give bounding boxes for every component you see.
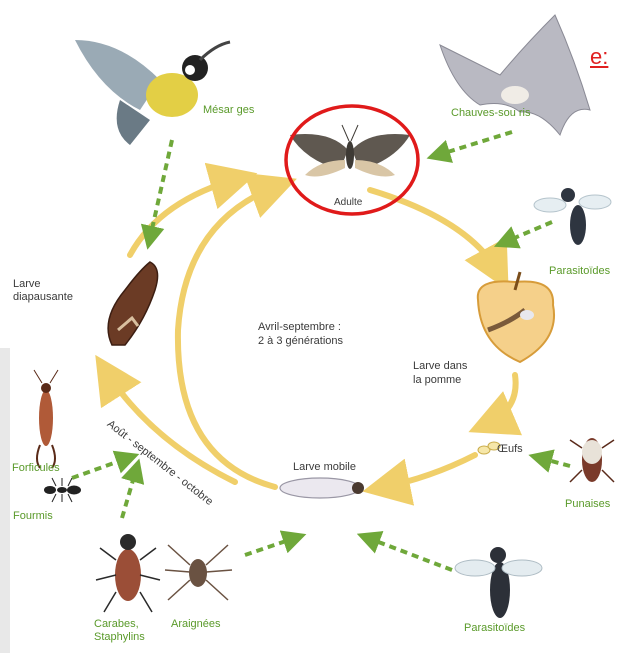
- label-spiders: Araignées: [171, 618, 221, 631]
- codling-moth-adult-icon: [290, 125, 410, 176]
- label-larva-apple-line1: Larve dans: [413, 360, 467, 373]
- spider-icon: [165, 545, 232, 600]
- arrow-tits: [150, 140, 172, 238]
- arrow-spiders: [245, 538, 295, 555]
- arrow-bats: [438, 132, 512, 155]
- predator-arrows: [72, 132, 570, 570]
- arrow-beetles: [122, 470, 136, 518]
- arrow-eggs-to-mobile-larva: [380, 455, 475, 488]
- great-tit-icon: [75, 40, 230, 145]
- label-beetles-line2: Staphylins: [94, 631, 145, 644]
- arrow-apple-to-eggs: [485, 375, 516, 425]
- parasitoid-wasp-icon: [534, 188, 611, 245]
- arrow-bugs: [540, 458, 570, 466]
- apple-with-larva-icon: [478, 272, 554, 362]
- label-earwigs: Forficules: [12, 462, 60, 475]
- mobile-larva-icon: [280, 478, 364, 498]
- label-bugs: Punaises: [565, 498, 610, 511]
- ground-beetle-icon: [96, 534, 160, 612]
- ant-icon: [44, 478, 81, 502]
- scan-edge: [0, 348, 10, 653]
- predatory-bug-icon: [570, 438, 614, 482]
- label-larva-apple-line2: la pomme: [413, 374, 461, 387]
- label-mobile-larva: Larve mobile: [293, 461, 356, 474]
- arrow-earwigs-ants: [72, 458, 128, 478]
- label-adult: Adulte: [334, 196, 362, 209]
- label-ants: Fourmis: [13, 510, 53, 523]
- arrow-parasitoids-bottom: [368, 538, 452, 570]
- label-eggs: Œufs: [497, 443, 523, 456]
- label-diapause-line2: diapausante: [13, 291, 73, 304]
- earwig-icon: [34, 370, 58, 468]
- center-text-line1: Avril-septembre :: [258, 321, 341, 334]
- label-parasitoids-top: Parasitoïdes: [549, 265, 610, 278]
- parasitoid-wasp-bottom-icon: [455, 547, 542, 618]
- label-diapause-line1: Larve: [13, 278, 41, 291]
- diapausing-larva-cocoon-icon: [108, 262, 157, 345]
- label-parasitoids-bottom: Parasitoïdes: [464, 622, 525, 635]
- arrow-parasitoids-top: [505, 222, 552, 242]
- label-tits: Mésar ges: [203, 104, 254, 117]
- center-text-line2: 2 à 3 générations: [258, 335, 343, 348]
- label-beetles-line1: Carabes,: [94, 618, 139, 631]
- label-bats: Chauves-sou ris: [451, 107, 530, 120]
- corner-text-fragment: e:: [590, 44, 608, 70]
